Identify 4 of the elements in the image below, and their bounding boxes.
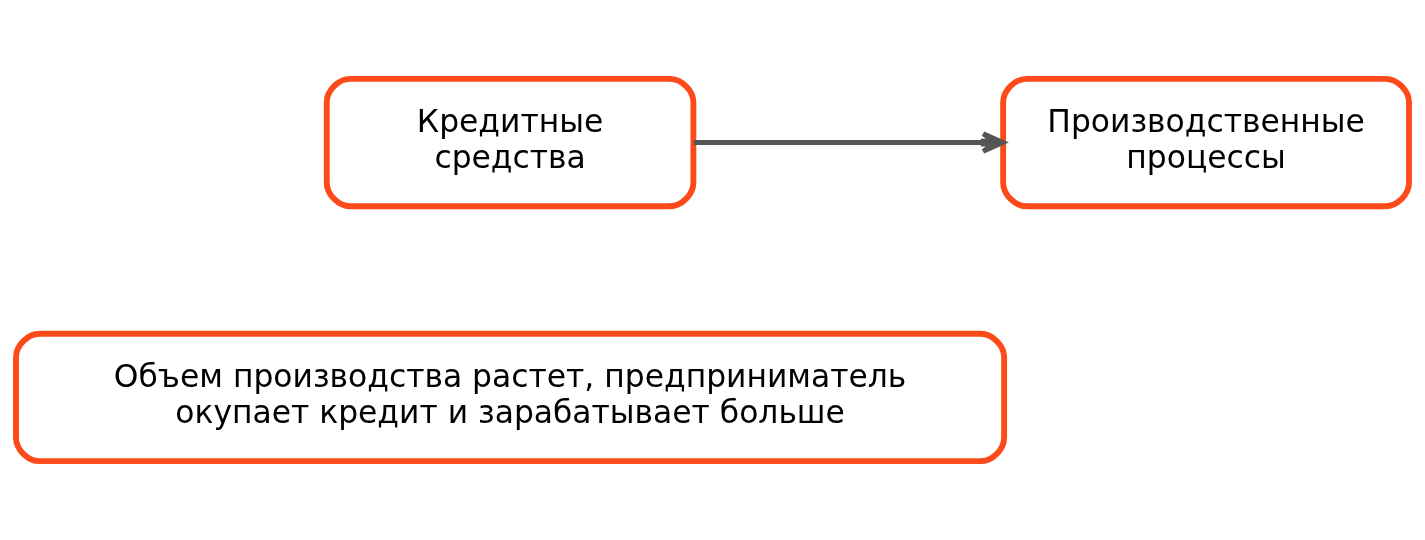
node-box: Объем производства растет, предприниматель окупает кредит и зарабатывает больше: [13, 330, 1008, 465]
node-box: Производственные процессы: [1000, 75, 1412, 210]
arrow: [693, 131, 1006, 154]
node-box: Кредитные средства: [323, 75, 697, 210]
